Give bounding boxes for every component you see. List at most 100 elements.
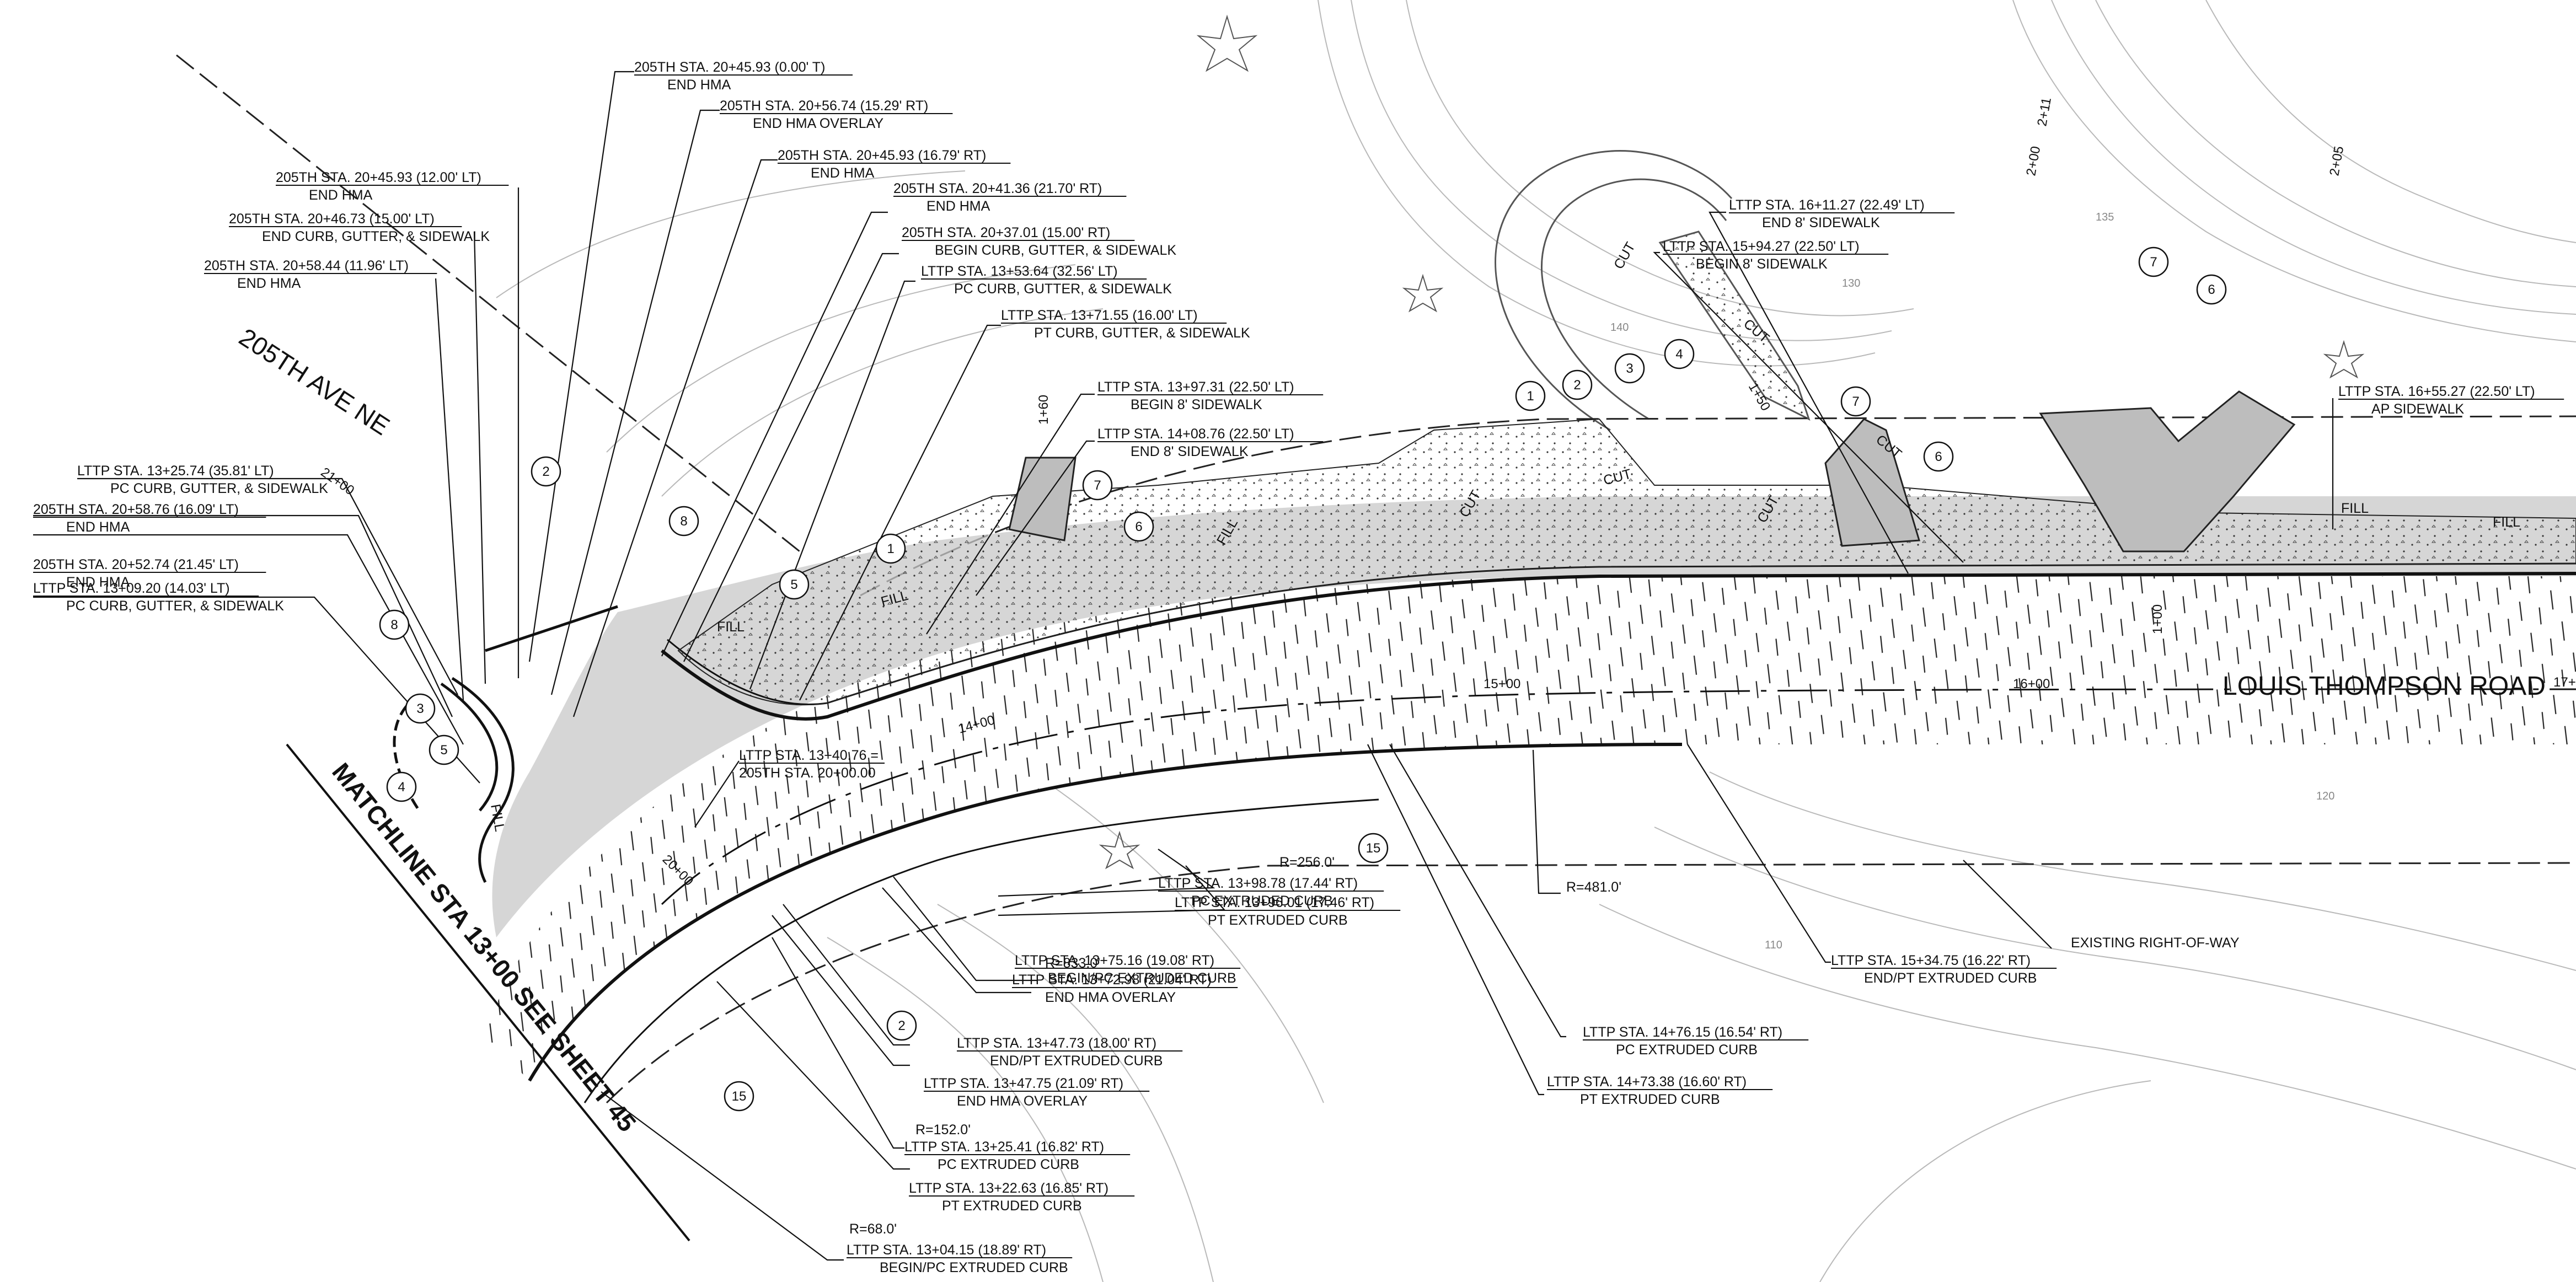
svg-text:CUT: CUT xyxy=(1611,239,1638,272)
station-label: 16+00 xyxy=(2013,677,2050,691)
callout-description: END CURB, GUTTER, & SIDEWALK xyxy=(262,229,490,244)
bubble-number: 4 xyxy=(1675,347,1683,362)
callout-station: LTTP STA. 13+22.63 (16.85' RT) xyxy=(909,1181,1108,1196)
svg-text:110: 110 xyxy=(1765,939,1782,951)
station-callout: LTTP STA. 13+47.75 (21.09' RT)END HMA OV… xyxy=(924,1076,1150,1109)
station-callout: LTTP STA. 16+55.27 (22.50' LT)AP SIDEWAL… xyxy=(2338,384,2564,417)
station-callout: 205TH STA. 20+45.93 (0.00' T) END HMA xyxy=(634,60,853,93)
callout-station: 205TH STA. 20+41.36 (21.70' RT) xyxy=(893,181,1102,196)
bubble-number: 8 xyxy=(680,514,687,529)
callout-bubble: 3 xyxy=(1614,353,1645,384)
callout-station: LTTP STA. 13+25.74 (35.81' LT) xyxy=(77,463,274,479)
callout-station: LTTP STA. 14+08.76 (22.50' LT) xyxy=(1097,426,1294,442)
road-name-label: LOUIS THOMPSON ROAD xyxy=(2222,672,2546,701)
street-name-label: 205TH AVE NE xyxy=(234,323,395,441)
callout-description: BEGIN CURB, GUTTER, & SIDEWALK xyxy=(935,243,1176,258)
callout-description: END 8' SIDEWALK xyxy=(1131,444,1249,459)
radius-labels: R=256.0' R=481.0' R=833.0' R=152.0' R=68… xyxy=(849,855,1621,1237)
callout-description: PC CURB, GUTTER, & SIDEWALK xyxy=(66,598,284,614)
callout-station: LTTP STA. 13+47.73 (18.00' RT) xyxy=(957,1036,1156,1051)
svg-text:FILL: FILL xyxy=(488,803,507,833)
callout-station: 205TH STA. 20+58.44 (11.96' LT) xyxy=(204,258,409,273)
topo-contours xyxy=(496,0,2576,1282)
callout-station: LTTP STA. 13+09.20 (14.03' LT) xyxy=(33,581,230,596)
station-callout: LTTP STA. 13+22.63 (16.85' RT)PT EXTRUDE… xyxy=(909,1181,1135,1214)
callout-bubble: 6 xyxy=(1123,511,1154,542)
callout-bubble: 2 xyxy=(1562,369,1593,400)
station-callout: LTTP STA. 13+72.98 (21.04' RT) END HMA OV… xyxy=(1012,972,1238,1005)
callout-bubble: 4 xyxy=(386,771,417,802)
callout-description: PC CURB, GUTTER, & SIDEWALK xyxy=(954,281,1172,297)
callout-station: 205TH STA. 20+45.93 (0.00' T) xyxy=(634,60,825,75)
svg-text:120: 120 xyxy=(2316,790,2334,802)
station-callout: LTTP STA. 15+34.75 (16.22' RT)END/PT EXT… xyxy=(1831,953,2057,986)
station-callout: LTTP STA. 13+75.16 (19.08' RT) BEGIN/PC E… xyxy=(1015,953,1241,986)
station-callout: LTTP STA. 13+25.41 (16.82' RT)PC EXTRUDE… xyxy=(904,1139,1131,1172)
station-callout: LTTP STA. 16+11.27 (22.49' LT)END 8' SID… xyxy=(1729,197,1955,230)
callout-station: LTTP STA. 13+72.98 (21.04' RT) xyxy=(1012,972,1212,988)
callout-bubble: 2 xyxy=(531,456,561,487)
bubble-number: 2 xyxy=(542,464,549,479)
bubble-number: 1 xyxy=(1527,389,1534,404)
station-callout: LTTP STA. 14+08.76 (22.50' LT) END 8' SID… xyxy=(1097,426,1324,459)
callout-station: LTTP STA. 16+55.27 (22.50' LT) xyxy=(2338,384,2535,399)
callout-description: END HMA OVERLAY xyxy=(1045,990,1176,1005)
station-callout: 205TH STA. 20+52.74 (21.45' LT)END HMA xyxy=(33,557,266,590)
station-callout: LTTP STA. 14+76.15 (16.54' RT)PC EXTRUDE… xyxy=(1583,1024,1809,1058)
svg-text:FILL: FILL xyxy=(2341,501,2369,516)
callout-description: BEGIN/PC EXTRUDED CURB xyxy=(880,1260,1068,1275)
callout-description: END HMA OVERLAY xyxy=(753,116,883,131)
bubble-number: 3 xyxy=(1626,361,1633,376)
bubble-number: 7 xyxy=(1852,394,1859,409)
callout-bubble: 1 xyxy=(1515,380,1546,411)
svg-text:EXISTING RIGHT-OF-WAY: EXISTING RIGHT-OF-WAY xyxy=(2071,935,2240,951)
station-label: 2+05 xyxy=(2327,145,2347,177)
callout-description: PC EXTRUDED CURB xyxy=(1616,1042,1758,1058)
bubble-number: 7 xyxy=(1094,478,1101,493)
callout-bubble: 7 xyxy=(1840,386,1871,417)
station-callout: 205TH STA. 20+56.74 (15.29' RT)END HMA O… xyxy=(720,98,953,131)
callout-bubble: 2 xyxy=(886,1010,917,1041)
callout-station: LTTP STA. 13+98.78 (17.44' RT) xyxy=(1158,876,1358,891)
callout-description: END HMA xyxy=(66,519,130,535)
station-callout: LTTP STA. 13+04.15 (18.89' RT)BEGIN/PC E… xyxy=(847,1242,1073,1275)
callout-station: 205TH STA. 20+45.93 (16.79' RT) xyxy=(778,148,986,163)
bubble-number: 5 xyxy=(440,743,447,758)
svg-text:R=256.0': R=256.0' xyxy=(1279,855,1335,870)
station-callout: 205TH STA. 20+41.36 (21.70' RT)END HMA xyxy=(893,181,1127,214)
station-callout: LTTP STA. 13+09.20 (14.03' LT) PC CURB, G… xyxy=(33,581,284,614)
svg-text:130: 130 xyxy=(1842,277,1860,289)
callout-station: LTTP STA. 13+40.76 = xyxy=(739,748,879,763)
leader-lines xyxy=(33,71,2334,1261)
svg-text:135: 135 xyxy=(2096,211,2114,223)
bubble-number: 15 xyxy=(1366,841,1381,856)
station-callout: 205TH STA. 20+46.73 (15.00' LT)END CURB,… xyxy=(229,211,490,244)
callout-description: END 8' SIDEWALK xyxy=(1762,215,1880,230)
callout-bubble: 8 xyxy=(379,609,410,640)
bubble-number: 15 xyxy=(732,1089,747,1104)
station-callout: 205TH STA. 20+45.93 (12.00' LT)END HMA xyxy=(276,170,509,203)
callout-bubble: 5 xyxy=(779,569,810,600)
station-callout: 205TH STA. 20+45.93 (16.79' RT)END HMA xyxy=(778,148,1011,181)
station-callout: LTTP STA. 13+71.55 (16.00' LT)PT CURB, G… xyxy=(1001,308,1250,341)
callout-description: BEGIN/PC EXTRUDED CURB xyxy=(1048,970,1236,986)
station-label: 1+00 xyxy=(2150,604,2165,634)
callout-station: LTTP STA. 13+71.55 (16.00' LT) xyxy=(1001,308,1198,323)
svg-text:R=152.0': R=152.0' xyxy=(915,1122,971,1138)
callout-bubble: 1 xyxy=(875,533,906,564)
callout-description: END HMA xyxy=(66,575,130,590)
svg-text:FILL: FILL xyxy=(2493,514,2520,530)
station-label: 17+ xyxy=(2553,675,2576,690)
callout-station: LTTP STA. 13+75.16 (19.08' RT) xyxy=(1015,953,1214,968)
callout-description: PC CURB, GUTTER, & SIDEWALK xyxy=(110,481,328,496)
station-label: 1+60 xyxy=(1036,395,1051,425)
callout-description: END HMA xyxy=(667,77,731,93)
bubble-number: 6 xyxy=(1935,449,1942,464)
station-label: 2+11 xyxy=(2034,96,2054,127)
callout-station: 205TH STA. 20+45.93 (12.00' LT) xyxy=(276,170,481,185)
station-callout: LTTP STA. 14+73.38 (16.60' RT)PT EXTRUDE… xyxy=(1547,1074,1773,1107)
callout-bubble: 4 xyxy=(1664,339,1695,369)
station-callout: LTTP STA. 13+25.74 (35.81' LT) PC CURB, G… xyxy=(77,463,328,496)
station-callout: 205TH STA. 20+58.44 (11.96' LT)END HMA xyxy=(204,258,437,291)
